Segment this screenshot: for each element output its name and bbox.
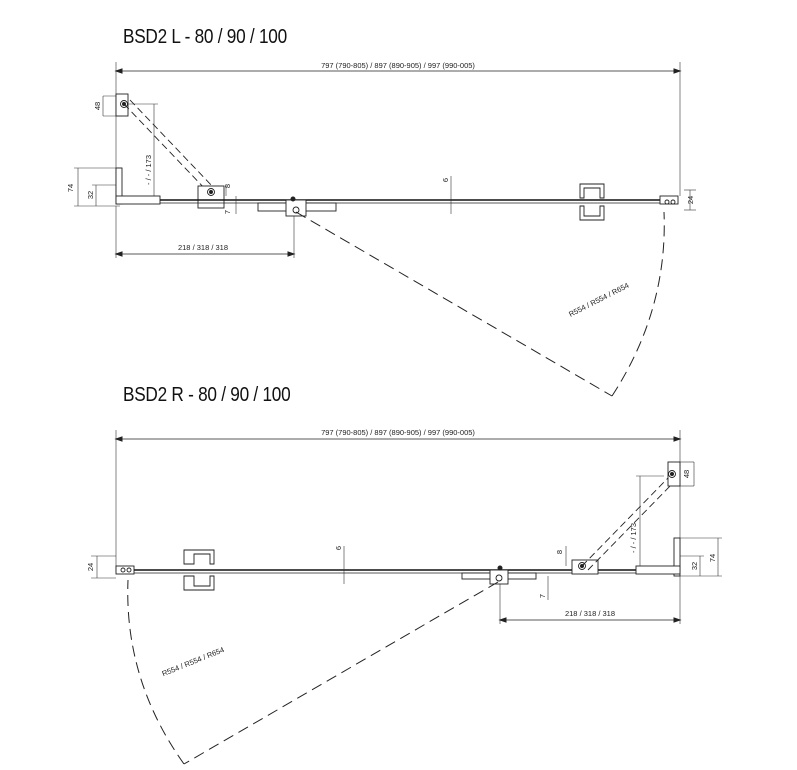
dim-32-label: 32 [86, 191, 95, 199]
dim-width-label: 797 (790-805) / 897 (890-905) / 997 (990… [321, 428, 475, 437]
dim-7-label: 7 [538, 594, 547, 598]
dim-48-label: 48 [682, 470, 691, 478]
dim-8-label: 8 [223, 184, 232, 188]
dim-7-label: 7 [223, 210, 232, 214]
dim-74-label: 74 [708, 554, 717, 562]
dim-open-label: 218 / 318 / 318 [178, 243, 228, 252]
dim-24-label: 24 [686, 196, 695, 204]
right-view-drawing: 797 (790-805) / 897 (890-905) / 997 (990… [86, 428, 722, 765]
dim-32-label: 32 [690, 562, 699, 570]
dim-24-label: 24 [86, 563, 95, 571]
right-view-title: BSD2 R - 80 / 90 / 100 [123, 384, 291, 406]
left-view-drawing: 797 (790-805) / 897 (890-905) / 997 (990… [66, 61, 696, 397]
dim-6-label: 6 [441, 178, 450, 182]
dim-6-label: 6 [334, 546, 343, 550]
dim-radius-label: R554 / R554 / R654 [567, 281, 630, 319]
dim-diag-label: - / - / 173 [144, 155, 153, 185]
dim-width-label: 797 (790-805) / 897 (890-905) / 997 (990… [321, 61, 475, 70]
dim-radius-label: R554 / R554 / R654 [161, 645, 226, 678]
left-view-title: BSD2 L - 80 / 90 / 100 [123, 26, 287, 48]
dim-48-label: 48 [93, 102, 102, 110]
dim-74-label: 74 [66, 184, 75, 192]
dim-diag-label: - / - / 173 [629, 523, 638, 553]
dim-open-label: 218 / 318 / 318 [565, 609, 615, 618]
dim-8-label: 8 [555, 550, 564, 554]
